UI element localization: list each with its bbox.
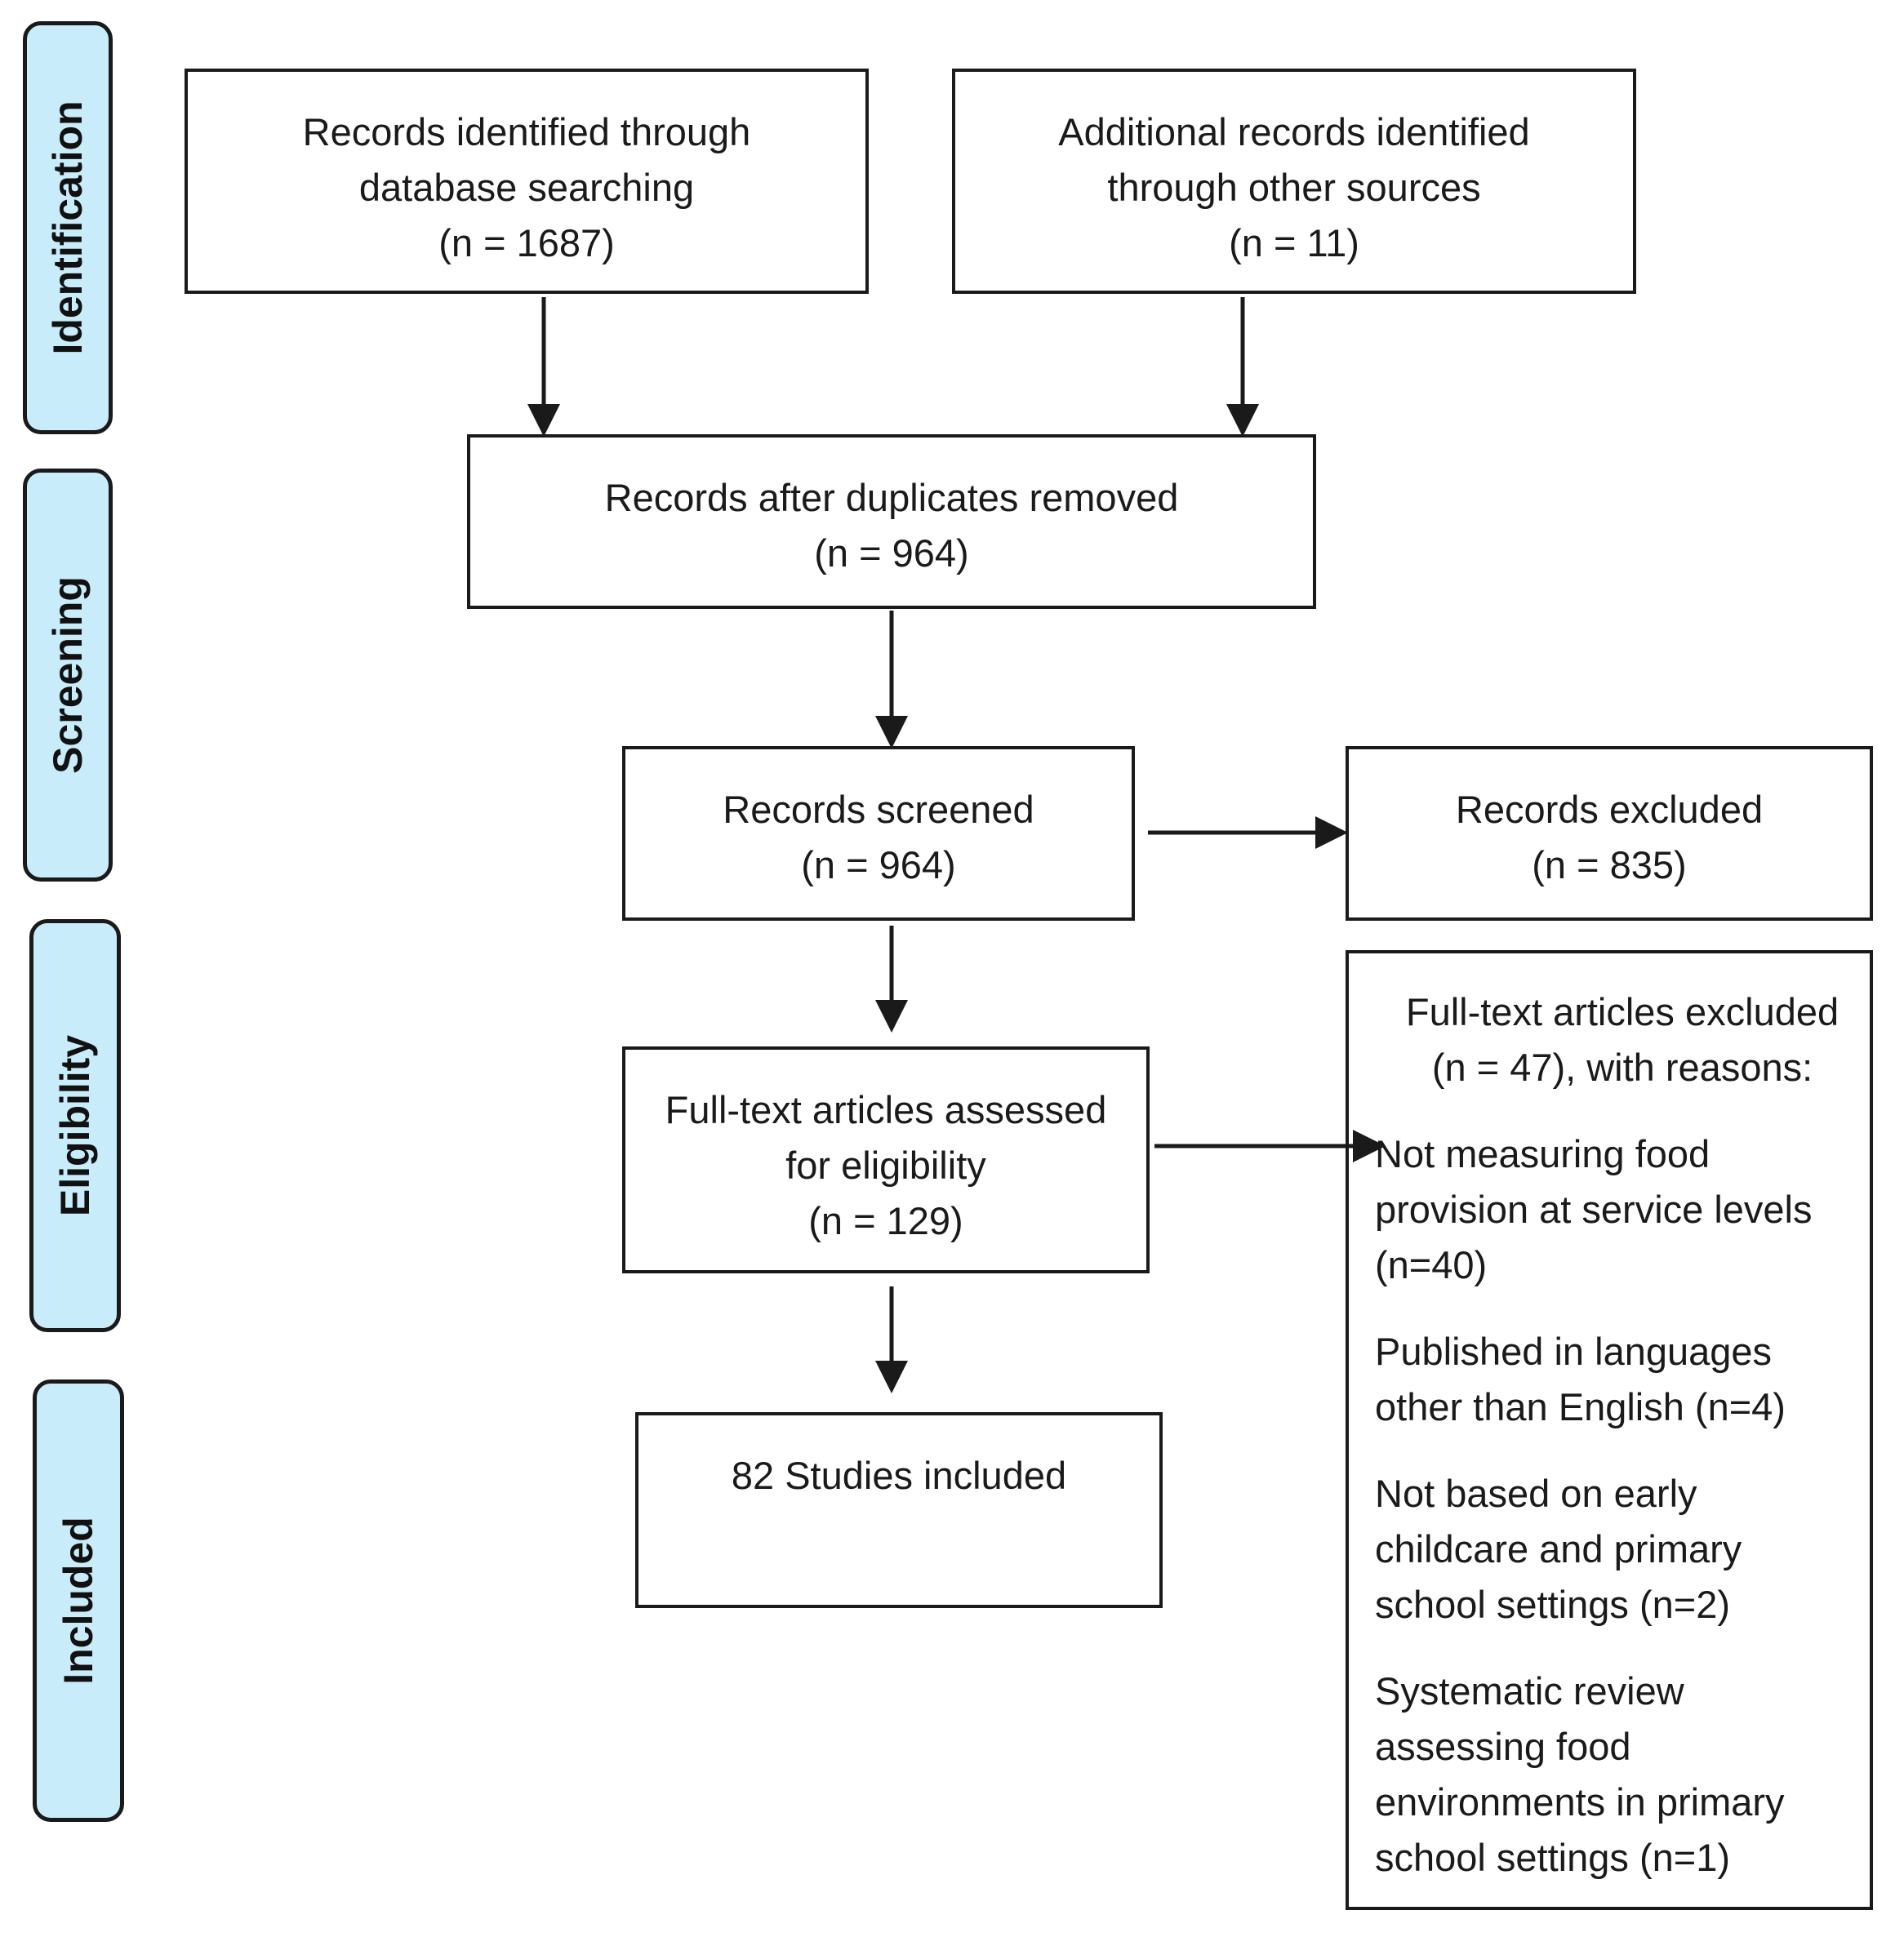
box-count: (n = 964) — [814, 531, 969, 575]
box-count: (n = 964) — [801, 843, 956, 886]
box-text: Records excluded — [1455, 788, 1764, 831]
reason-text: Not measuring food — [1375, 1132, 1710, 1175]
box-full-text-excluded: Full-text articles excluded (n = 47), wi… — [1346, 950, 1873, 1910]
box-text: Additional records identified — [1058, 110, 1530, 153]
reason-text: childcare and primary — [1375, 1527, 1742, 1570]
reason-text: (n=40) — [1375, 1243, 1488, 1286]
box-full-text-assessed: Full-text articles assessed for eligibil… — [622, 1046, 1150, 1273]
reason-text: Published in languages — [1375, 1330, 1773, 1373]
reason-text: provision at service levels — [1375, 1188, 1813, 1231]
reason-text: Systematic review — [1375, 1669, 1684, 1713]
box-count: (n = 11) — [1229, 221, 1359, 264]
phase-identification: Identification — [23, 21, 113, 434]
box-text: 82 Studies included — [731, 1454, 1067, 1497]
box-text: Records screened — [723, 788, 1034, 831]
box-text: for eligibility — [785, 1144, 986, 1187]
reason-text: other than English (n=4) — [1375, 1385, 1786, 1428]
box-text: Records after duplicates removed — [604, 476, 1179, 519]
box-text: Full-text articles assessed — [665, 1088, 1107, 1131]
reason-text: school settings (n=1) — [1375, 1836, 1730, 1879]
reason-text: assessing food — [1375, 1725, 1631, 1768]
box-records-excluded: Records excluded (n = 835) — [1346, 746, 1873, 921]
excluded-heading: (n = 47), with reasons: — [1431, 1046, 1813, 1089]
box-duplicates-removed: Records after duplicates removed (n = 96… — [467, 434, 1316, 609]
box-count: (n = 1687) — [438, 221, 615, 264]
excluded-heading: Full-text articles excluded — [1405, 990, 1839, 1033]
box-records-screened: Records screened (n = 964) — [622, 746, 1135, 921]
box-other-sources: Additional records identified through ot… — [952, 69, 1636, 294]
box-studies-included: 82 Studies included — [635, 1412, 1163, 1608]
reason-text: school settings (n=2) — [1375, 1583, 1730, 1626]
box-text: through other sources — [1107, 166, 1481, 209]
box-count: (n = 129) — [808, 1199, 963, 1242]
reason-text: environments in primary — [1375, 1780, 1785, 1824]
box-text: Records identified through — [302, 110, 751, 153]
box-database-records: Records identified through database sear… — [185, 69, 869, 294]
phase-included: Included — [33, 1379, 124, 1822]
phase-screening: Screening — [23, 469, 113, 882]
reason-text: Not based on early — [1375, 1472, 1697, 1515]
box-count: (n = 835) — [1532, 843, 1687, 886]
box-text: database searching — [358, 166, 695, 209]
phase-eligibility: Eligibility — [29, 919, 121, 1332]
